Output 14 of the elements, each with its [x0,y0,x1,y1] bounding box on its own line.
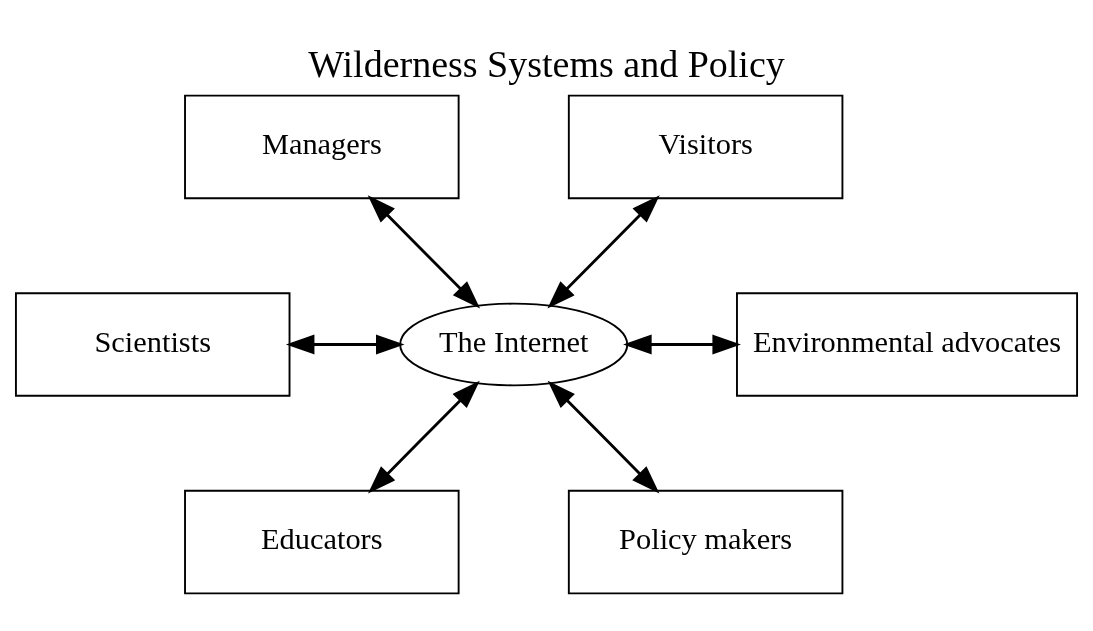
node-box: Visitors [567,94,844,199]
node-box: Policy makers [567,489,844,594]
node-box: Managers [184,94,460,199]
arrow [547,194,660,309]
arrow [368,380,480,494]
arrow [623,334,741,354]
node-box: Environmental advocates [736,291,1078,397]
node-box: Educators [184,489,460,594]
diagram-title: Wilderness Systems and Policy [308,42,785,85]
node-ellipse: The Internet [399,302,629,386]
arrow [367,194,481,309]
node-box: Scientists [15,291,291,397]
arrow [547,380,660,494]
arrow [285,334,405,354]
